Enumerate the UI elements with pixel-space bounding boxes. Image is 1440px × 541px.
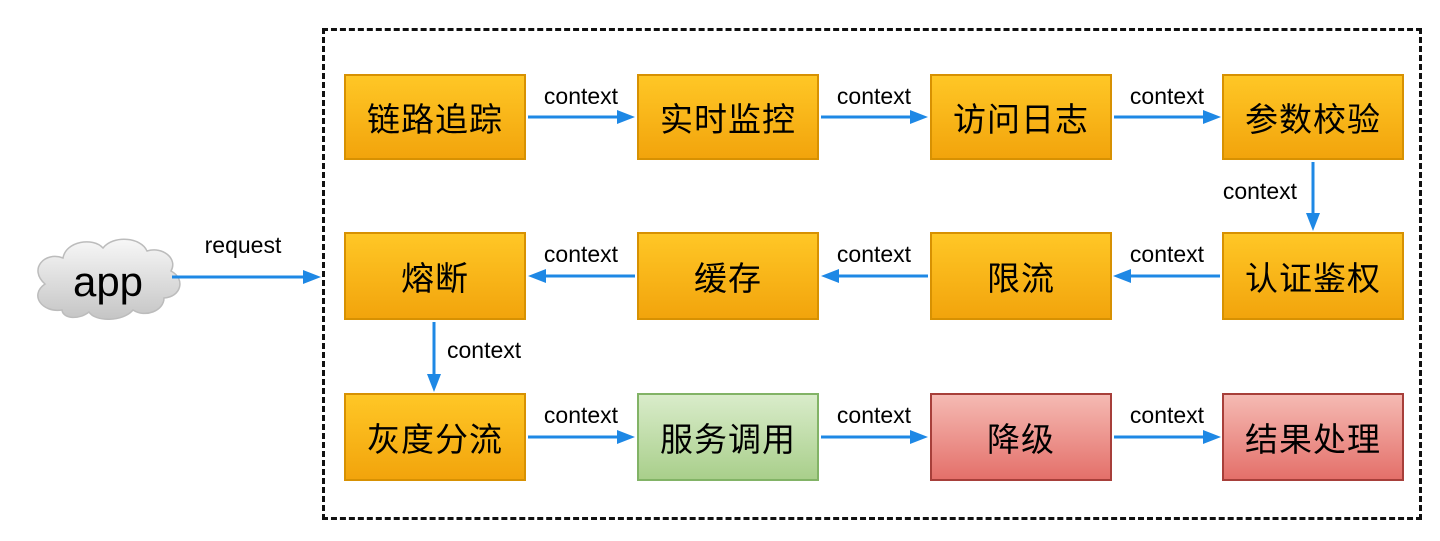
node-degrade: 降级 <box>930 393 1112 481</box>
node-gray-release: 灰度分流 <box>344 393 526 481</box>
edge-label-trace-monitor: context <box>543 83 619 109</box>
edge-label-degrade-resulthandle: context <box>1129 402 1205 428</box>
edge-label-accesslog-paramvalidate: context <box>1129 83 1205 109</box>
edge-label-ratelimit-cache: context <box>836 241 912 267</box>
node-cache: 缓存 <box>637 232 819 320</box>
filter-chain-boundary <box>322 28 1422 520</box>
node-circuit-breaker: 熔断 <box>344 232 526 320</box>
edge-label-paramvalidate-auth: context <box>1222 178 1297 204</box>
edge-label-monitor-accesslog: context <box>836 83 912 109</box>
node-rate-limit: 限流 <box>930 232 1112 320</box>
app-cloud <box>37 238 181 320</box>
edge-label-request: request <box>204 232 282 258</box>
node-access-log: 访问日志 <box>930 74 1112 160</box>
node-service-call: 服务调用 <box>637 393 819 481</box>
node-result-handle: 结果处理 <box>1222 393 1404 481</box>
app-cloud-label: app <box>72 258 144 305</box>
edge-label-auth-ratelimit: context <box>1129 241 1205 267</box>
edge-label-circuitbreaker-grayrelease: context <box>447 337 522 363</box>
node-monitor: 实时监控 <box>637 74 819 160</box>
node-auth: 认证鉴权 <box>1222 232 1404 320</box>
node-param-validate: 参数校验 <box>1222 74 1404 160</box>
node-trace: 链路追踪 <box>344 74 526 160</box>
edge-label-grayrelease-servicecall: context <box>543 402 619 428</box>
edge-label-cache-circuitbreaker: context <box>543 241 619 267</box>
edge-label-servicecall-degrade: context <box>836 402 912 428</box>
